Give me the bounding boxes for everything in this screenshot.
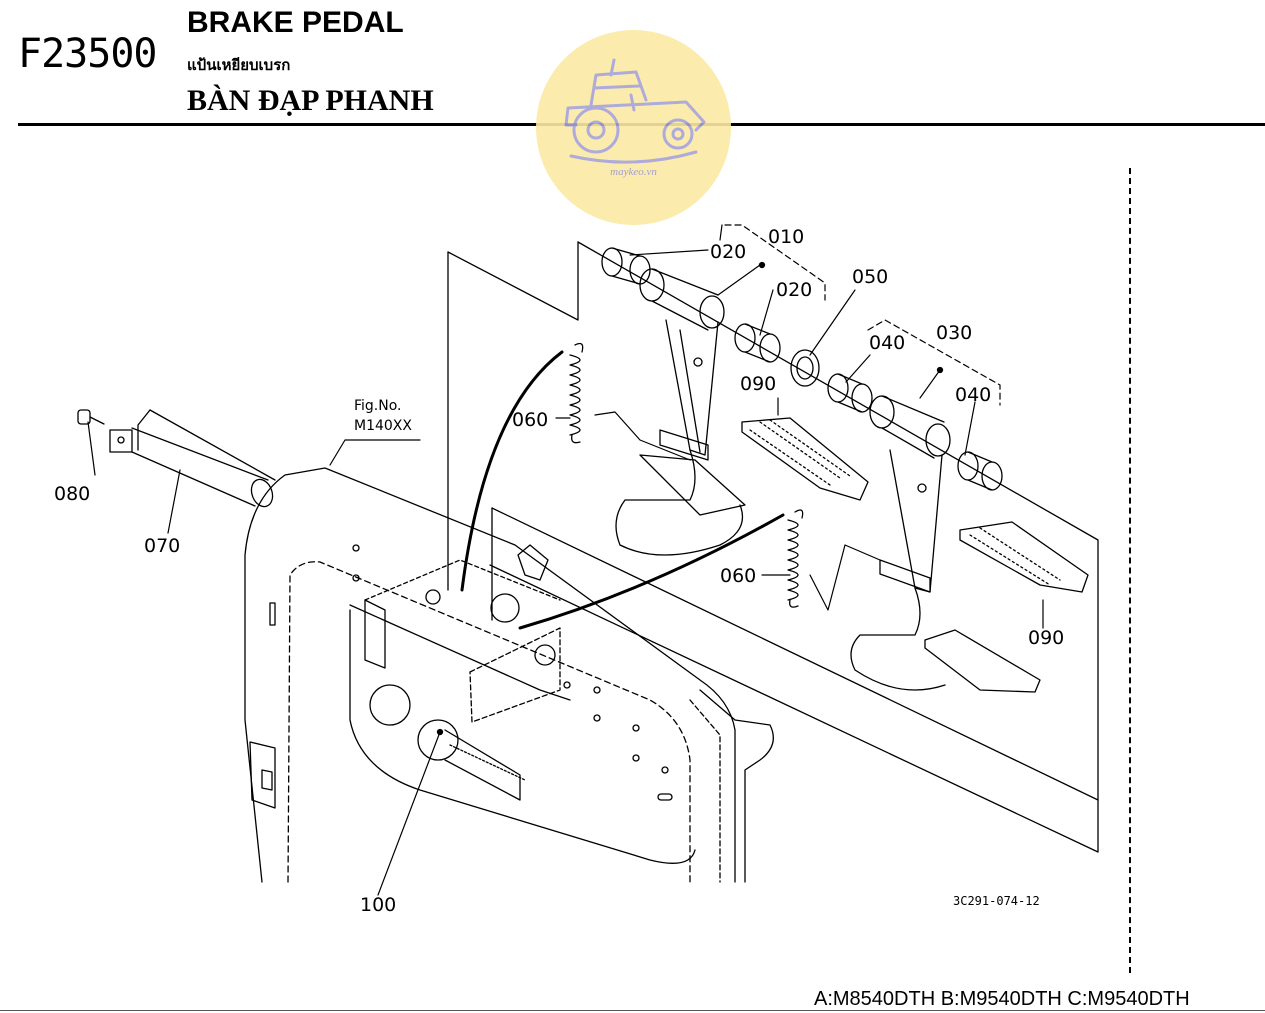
assembly-arrow-lower: [518, 513, 785, 630]
label-080: 080: [54, 483, 90, 505]
label-030: 030: [936, 322, 972, 344]
title-english: BRAKE PEDAL: [187, 6, 404, 39]
title-thai: แป้นเหยียบเบรก: [187, 56, 291, 74]
mounting-plate: [447, 241, 1099, 853]
tractor-icon: [564, 58, 706, 164]
fig-ref-line2: M140XX: [354, 418, 412, 434]
bracket-frame: [244, 467, 774, 883]
title-vietnamese: BÀN ĐẠP PHANH: [187, 84, 434, 117]
label-060-upper: 060: [512, 409, 548, 431]
pedal-arm-010: [615, 268, 746, 556]
watermark-logo: maykeo.vn: [536, 30, 731, 225]
figure-reference: Fig.No. M140XX: [354, 398, 412, 434]
label-060-lower: 060: [720, 565, 756, 587]
label-020-lower: 020: [776, 279, 812, 301]
bolt-080: [77, 409, 105, 425]
pedal-shaft-070: [109, 409, 276, 508]
return-spring-060-lower: [787, 509, 804, 608]
pedal-pad-090-upper: [741, 417, 869, 501]
label-020-upper: 020: [710, 241, 746, 263]
applicable-models: A:M8540DTH B:M9540DTH C:M9540DTH: [814, 988, 1190, 1010]
label-090-upper: 090: [740, 373, 776, 395]
label-090-lower: 090: [1028, 627, 1064, 649]
pedal-arm-030: [850, 395, 951, 691]
drawing-number: 3C291-074-12: [953, 894, 1040, 908]
page-code: F23500: [18, 31, 157, 77]
page-fold-line: [1129, 168, 1131, 973]
leader-lines: [87, 224, 1044, 896]
label-040-upper: 040: [869, 332, 905, 354]
assembly-arrow-upper: [460, 350, 564, 592]
bush-040-lower: [957, 451, 1003, 491]
washer-050: [790, 349, 820, 387]
pedal-pad-090-lower: [924, 521, 1089, 693]
label-010: 010: [768, 226, 804, 248]
label-100: 100: [360, 894, 396, 916]
label-070: 070: [144, 535, 180, 557]
footer-divider: [0, 1010, 1265, 1011]
label-040-lower: 040: [955, 384, 991, 406]
bush-020-lower: [734, 323, 781, 363]
fig-ref-line1: Fig.No.: [354, 398, 402, 414]
return-spring-060-upper: [569, 342, 584, 444]
part-number-labels: 010 020 020 050 030 040 040 090 090 060 …: [54, 226, 1064, 916]
label-050: 050: [852, 266, 888, 288]
watermark-text: maykeo.vn: [610, 166, 657, 178]
bush-040-upper: [827, 373, 873, 413]
